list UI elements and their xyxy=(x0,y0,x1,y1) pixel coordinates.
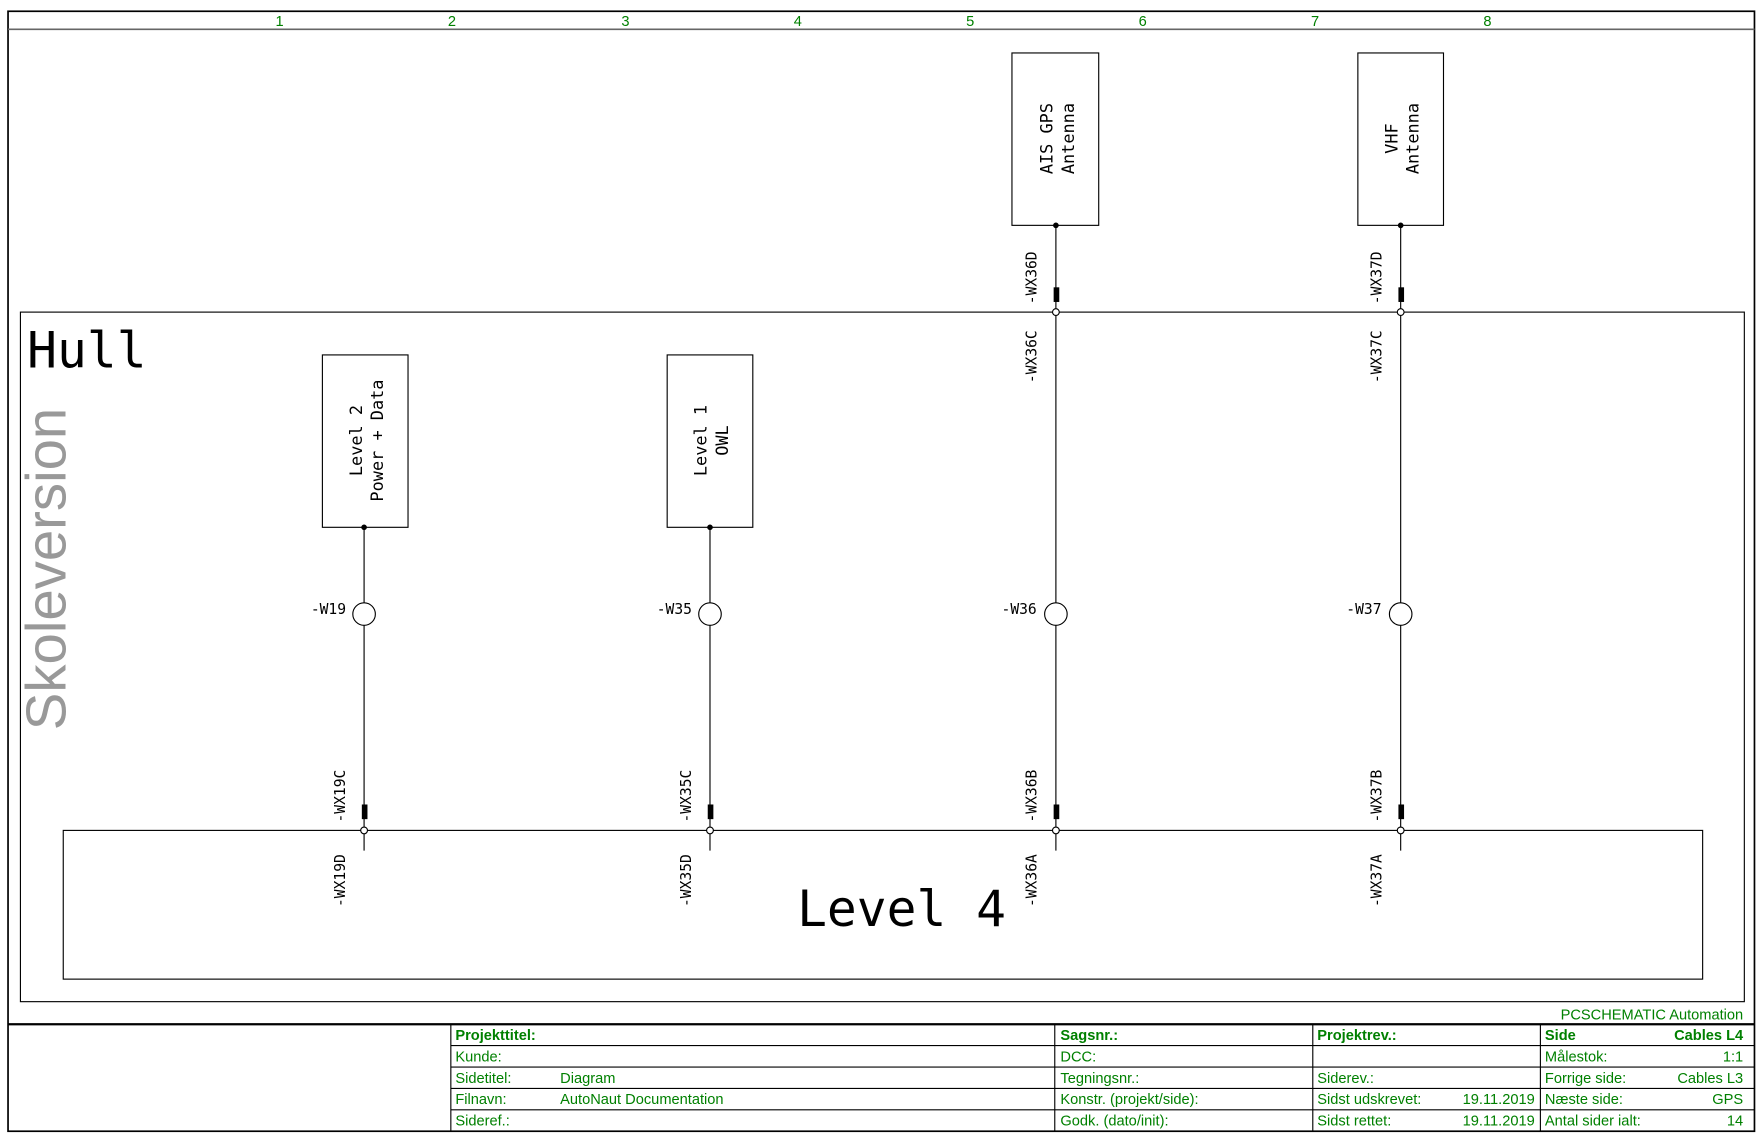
connector-label: -WX36B xyxy=(1024,769,1041,822)
column-marker: 8 xyxy=(1483,14,1491,30)
junction-dot xyxy=(360,826,369,835)
watermark: Skoleversion xyxy=(14,408,77,730)
side-value: Cables L4 xyxy=(1674,1028,1744,1044)
connector-label: -WX36D xyxy=(1024,251,1041,304)
projekttitel-label: Projekttitel: xyxy=(455,1028,535,1044)
column-marker: 6 xyxy=(1139,14,1147,30)
siderev-label: Siderev.: xyxy=(1317,1071,1374,1087)
connector-label: -WX37C xyxy=(1369,330,1386,383)
device-label: AIS GPSAntenna xyxy=(1037,103,1078,174)
filnavn-label: Filnavn: xyxy=(455,1092,506,1108)
cable-w35[interactable]: -W35 -WX35C -WX35D xyxy=(657,524,722,907)
cable-label: -W36 xyxy=(1002,601,1037,618)
title-block: PCSCHEMATIC Automation Projekttitel: Kun… xyxy=(8,1008,1755,1132)
cable-w37[interactable]: -WX37D -WX37C -W37 -WX37B -WX37A xyxy=(1346,222,1413,907)
cable-w36[interactable]: -WX36D -WX36C -W36 -WX36B -WX36A xyxy=(1002,222,1068,907)
hull-label: Hull xyxy=(27,321,146,379)
connector-label: -WX35C xyxy=(678,770,695,823)
software-label: PCSCHEMATIC Automation xyxy=(1561,1008,1744,1024)
device-level1[interactable]: Level 1OWL xyxy=(666,354,754,528)
sidetitel-label: Sidetitel: xyxy=(455,1071,511,1087)
terminal-dot xyxy=(707,524,713,531)
konstr-label: Konstr. (projekt/side): xyxy=(1060,1092,1198,1108)
sidst-rettet-label: Sidst rettet: xyxy=(1317,1114,1391,1130)
sheet-frame xyxy=(7,10,1756,1133)
level4-area xyxy=(62,829,1704,980)
sidst-udskrevet-value: 19.11.2019 xyxy=(1463,1092,1535,1108)
junction-dot xyxy=(706,826,714,835)
antal-sider-value: 14 xyxy=(1727,1114,1743,1130)
connector-label: -WX19D xyxy=(332,854,349,907)
device-label: Level 1OWL xyxy=(691,405,732,476)
dcc-label: DCC: xyxy=(1060,1049,1096,1065)
cable-label: -W19 xyxy=(311,601,346,618)
filnavn-value: AutoNaut Documentation xyxy=(560,1092,723,1108)
forrige-side-label: Forrige side: xyxy=(1545,1071,1626,1087)
junction-dot xyxy=(1396,308,1405,317)
connector-icon xyxy=(1398,804,1405,820)
column-markers: 1 2 3 4 5 6 7 8 xyxy=(276,14,1492,30)
sagsnr-label: Sagsnr.: xyxy=(1060,1028,1118,1044)
connector-label: -WX19C xyxy=(332,770,349,823)
projektrev-label: Projektrev.: xyxy=(1317,1028,1396,1044)
connector-icon xyxy=(1398,287,1405,302)
cable-w19[interactable]: -W19 -WX19C -WX19D xyxy=(311,524,376,907)
terminal-dot xyxy=(1397,222,1404,229)
junction-dot xyxy=(1051,308,1060,317)
connector-label: -WX35D xyxy=(678,854,695,907)
junction-dot xyxy=(1396,826,1405,835)
sideref-label: Sideref.: xyxy=(455,1114,509,1130)
connector-label: -WX37A xyxy=(1369,854,1386,907)
tegningsnr-label: Tegningsnr.: xyxy=(1060,1071,1139,1087)
device-ais-gps-antenna[interactable]: AIS GPSAntenna xyxy=(1011,52,1100,226)
cable-symbol xyxy=(698,602,722,626)
sidetitel-value: Diagram xyxy=(560,1071,615,1087)
cable-symbol xyxy=(1388,602,1413,626)
terminal-dot xyxy=(1053,222,1059,229)
cable-symbol xyxy=(352,602,376,626)
column-marker: 1 xyxy=(276,14,284,30)
device-level2[interactable]: Level 2Power + Data xyxy=(321,354,409,528)
connector-label: -WX36A xyxy=(1024,854,1041,907)
column-marker: 4 xyxy=(794,14,802,30)
level4-label: Level 4 xyxy=(797,880,1006,938)
junction-dot xyxy=(1051,826,1060,835)
connector-icon xyxy=(707,804,714,820)
column-marker: 2 xyxy=(448,14,456,30)
malestok-label: Målestok: xyxy=(1545,1049,1608,1065)
connector-icon xyxy=(1053,804,1060,820)
connector-label: -WX37B xyxy=(1369,769,1386,822)
cable-label: -W37 xyxy=(1346,601,1381,618)
hull-area xyxy=(19,311,1745,1003)
godk-label: Godk. (dato/init): xyxy=(1060,1114,1168,1130)
naeste-side-label: Næste side: xyxy=(1545,1092,1623,1108)
connector-icon xyxy=(1053,287,1060,302)
terminal-dot xyxy=(361,524,367,531)
naeste-side-link[interactable]: GPS xyxy=(1712,1092,1743,1108)
connector-label: -WX37D xyxy=(1369,251,1386,304)
connector-icon xyxy=(361,804,368,820)
column-marker: 3 xyxy=(621,14,629,30)
device-label: Level 2Power + Data xyxy=(346,380,387,502)
connector-label: -WX36C xyxy=(1024,330,1041,383)
malestok-value: 1:1 xyxy=(1723,1049,1743,1065)
device-vhf-antenna[interactable]: VHFAntenna xyxy=(1357,52,1445,226)
antal-sider-label: Antal sider ialt: xyxy=(1545,1114,1641,1130)
column-marker: 7 xyxy=(1311,14,1319,30)
sidst-rettet-value: 19.11.2019 xyxy=(1463,1114,1535,1130)
forrige-side-link[interactable]: Cables L3 xyxy=(1677,1071,1743,1087)
side-label: Side xyxy=(1545,1028,1576,1044)
sidst-udskrevet-label: Sidst udskrevet: xyxy=(1317,1092,1421,1108)
cable-symbol xyxy=(1044,602,1068,626)
column-marker: 5 xyxy=(966,14,974,30)
cable-label: -W35 xyxy=(657,601,692,618)
kunde-label: Kunde: xyxy=(455,1049,501,1065)
device-label: VHFAntenna xyxy=(1381,103,1422,174)
